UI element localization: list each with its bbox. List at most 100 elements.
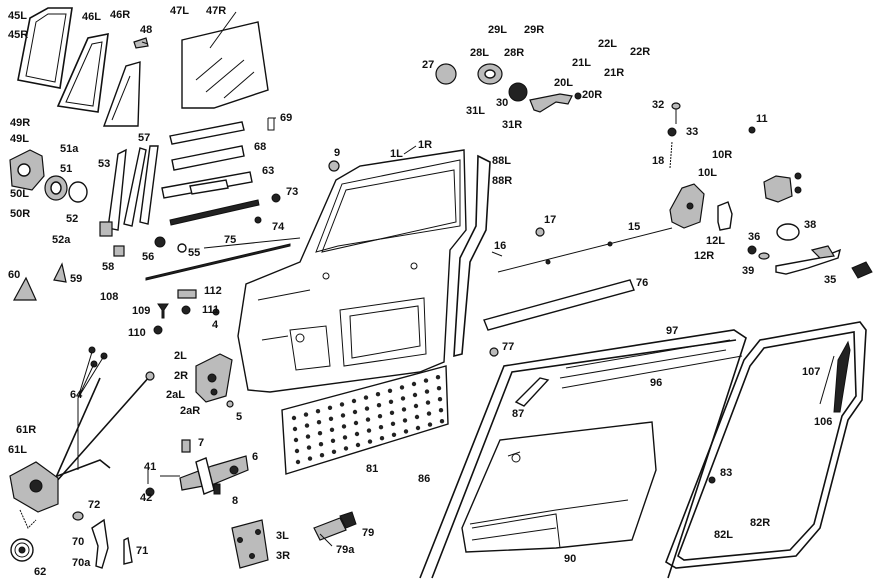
label-33: 33 xyxy=(686,126,698,138)
trim-hole xyxy=(351,398,357,404)
label-21L: 21L xyxy=(572,57,591,69)
part-27-31-lock-parts xyxy=(435,63,582,113)
label-12L: 12L xyxy=(706,235,725,247)
trim-hole xyxy=(315,409,321,414)
label-45R: 45R xyxy=(8,29,28,41)
label-7: 7 xyxy=(198,437,204,449)
trim-hole xyxy=(304,423,310,428)
trim-hole xyxy=(424,389,430,394)
label-106: 106 xyxy=(814,416,832,428)
part-77-clip xyxy=(489,347,499,357)
trim-hole xyxy=(439,419,445,424)
label-29R: 29R xyxy=(524,24,544,36)
label-72: 72 xyxy=(88,499,100,511)
label-29L: 29L xyxy=(488,24,507,36)
label-28L: 28L xyxy=(470,47,489,59)
trim-hole xyxy=(391,432,397,437)
part-labels: 45L 45R 46L 46R 47L 47R 48 49R 49L 51a 5… xyxy=(8,5,836,578)
trim-hole xyxy=(367,439,373,444)
part-3-door-hinge xyxy=(231,519,269,569)
part-53-57-run-channels xyxy=(99,145,159,237)
trim-hole xyxy=(402,418,408,423)
label-9: 9 xyxy=(334,147,340,159)
label-16: 16 xyxy=(494,240,506,252)
trim-hole xyxy=(307,456,313,461)
leader-lines xyxy=(77,11,417,477)
part-64-window-regulator xyxy=(9,346,155,529)
label-1R: 1R xyxy=(418,139,432,151)
trim-hole xyxy=(340,413,346,418)
label-12R: 12R xyxy=(694,250,714,262)
label-20R: 20R xyxy=(582,89,602,101)
label-49R: 49R xyxy=(10,117,30,129)
trim-hole xyxy=(318,442,324,447)
label-71: 71 xyxy=(136,545,148,557)
trim-hole xyxy=(414,414,420,420)
label-11: 11 xyxy=(756,113,768,125)
label-76: 76 xyxy=(636,277,648,289)
trim-hole xyxy=(435,375,441,380)
label-20L: 20L xyxy=(554,77,573,89)
part-15-16-17-rod xyxy=(491,227,673,273)
label-87: 87 xyxy=(512,408,524,420)
label-47R: 47R xyxy=(206,5,226,17)
trim-hole xyxy=(413,403,419,409)
label-4: 4 xyxy=(212,319,219,331)
trim-hole xyxy=(294,448,300,454)
label-17: 17 xyxy=(544,214,556,226)
label-22L: 22L xyxy=(598,38,617,50)
label-68: 68 xyxy=(254,141,266,153)
label-82L: 82L xyxy=(714,529,733,541)
label-59: 59 xyxy=(70,273,82,285)
part-86-90-rear-door-trim xyxy=(419,329,747,579)
trim-hole xyxy=(305,434,311,439)
label-79: 79 xyxy=(362,527,374,539)
trim-hole xyxy=(401,407,407,412)
trim-hole xyxy=(341,424,347,429)
label-1L: 1L xyxy=(390,148,403,160)
part-72-washer xyxy=(72,511,84,521)
label-5: 5 xyxy=(236,411,242,423)
label-70a: 70a xyxy=(72,557,91,569)
label-46L: 46L xyxy=(82,11,101,23)
label-48: 48 xyxy=(140,24,152,36)
label-107: 107 xyxy=(802,366,820,378)
label-3L: 3L xyxy=(276,530,289,542)
label-45L: 45L xyxy=(8,10,27,22)
label-110: 110 xyxy=(128,327,146,339)
trim-hole xyxy=(329,427,335,432)
trim-hole xyxy=(378,425,384,430)
trim-hole xyxy=(339,402,345,407)
label-58: 58 xyxy=(102,261,114,273)
part-45-quarter-window-frame xyxy=(17,7,73,89)
trim-hole xyxy=(331,449,337,454)
label-53: 53 xyxy=(98,158,110,170)
trim-hole xyxy=(327,405,333,410)
trim-hole xyxy=(319,453,325,458)
label-32: 32 xyxy=(652,99,664,111)
trim-hole xyxy=(400,396,406,401)
trim-hole xyxy=(317,431,323,436)
label-79a: 79a xyxy=(336,544,355,556)
part-79-door-check xyxy=(313,511,357,547)
label-38: 38 xyxy=(804,219,816,231)
trim-hole xyxy=(436,386,442,391)
label-39: 39 xyxy=(742,265,754,277)
label-49L: 49L xyxy=(10,133,29,145)
label-35: 35 xyxy=(824,274,836,286)
label-50L: 50L xyxy=(10,188,29,200)
label-2aR: 2aR xyxy=(180,405,200,417)
label-61L: 61L xyxy=(8,444,27,456)
part-60-cap xyxy=(12,276,37,301)
label-75: 75 xyxy=(224,234,236,246)
trim-hole xyxy=(293,437,299,443)
trim-hole xyxy=(411,381,417,387)
trim-hole xyxy=(355,442,361,448)
trim-hole xyxy=(438,408,444,413)
trim-hole xyxy=(330,438,336,443)
part-48-clip xyxy=(133,37,149,49)
label-42: 42 xyxy=(140,492,152,504)
trim-hole xyxy=(425,400,431,405)
part-35-38-outer-handle xyxy=(747,223,873,279)
label-111: 111 xyxy=(202,304,219,316)
